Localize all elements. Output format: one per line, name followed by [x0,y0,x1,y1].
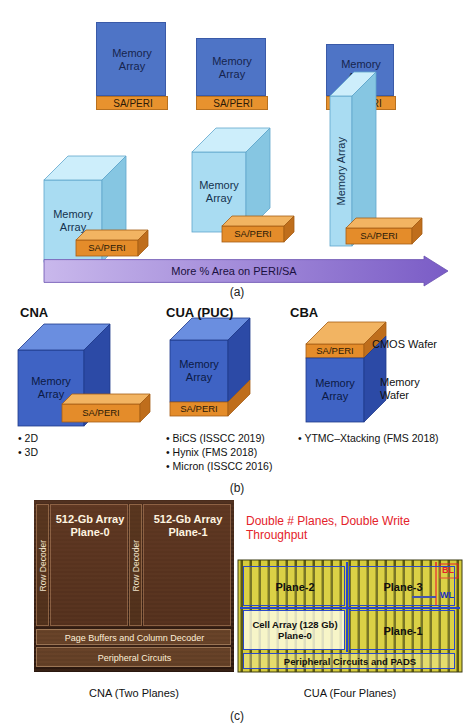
sa-peri-slab: SA/PERI [346,218,422,244]
front-face [222,226,284,242]
wordline-label: WL [440,590,462,601]
bullet-item: • 3D [18,446,138,459]
row-decoder-strip: Row Decoder [36,504,49,626]
node-text: 512-Gb Array Plane-0 [54,513,126,538]
photo-caption: CNA (Two Planes) [34,687,234,700]
node-text: Peripheral Circuits [98,653,172,663]
die-outline [238,560,462,672]
die-plane: Peripheral Circuits and PADS [243,653,455,669]
front-face [170,402,228,416]
front-face [346,228,412,244]
front-face [306,344,364,358]
node-text: 512-Gb Array Plane-1 [147,513,229,538]
top-face [76,230,148,240]
trend-arrow: More % Area on PERI/SA [44,256,448,286]
die-texture [34,500,234,672]
die-photo [34,500,234,672]
memory-array-box: Memory Array [96,22,166,96]
node-text: Plane-3 [383,581,422,594]
side-face [284,216,294,242]
node-text: Page Buffers and Column Decoder [65,633,204,643]
die-photo [238,560,462,672]
bitline-label: BL [442,565,462,576]
bullet-item: • 2D [18,432,138,445]
sa-peri-slab: SA/PERI [170,380,250,416]
front-face [76,240,138,256]
node-text: SA/PERI [234,229,272,240]
die-plane: Plane-2 [243,566,345,606]
side-face [140,394,150,422]
sa-peri-slab: SA/PERI [76,230,148,256]
wafer-label: CMOS Wafer [372,338,472,351]
die-band: Peripheral Circuits [36,647,231,667]
sa-peri-bar: SA/PERI [96,96,168,110]
node-text: Row Decoder [39,540,49,592]
die-band: Page Buffers and Column Decoder [36,629,231,645]
panel-label: (c) [0,709,474,723]
plane-divider [240,607,460,609]
node-text: SA/PERI [88,243,126,254]
front-face [306,358,364,422]
node-text: SA/PERI [360,231,398,242]
node-text: SA/PERI [82,408,120,419]
sa-peri-bar: SA/PERI [196,96,268,110]
node-text: SA/PERI [113,98,152,110]
panel-label: (a) [0,285,474,299]
front-face [62,404,140,422]
node-text: Peripheral Circuits and PADS [284,657,416,668]
node-text: More % Area on PERI/SA [171,265,296,278]
node-text: Memory Array [99,47,165,72]
panel-label: (b) [0,481,474,495]
top-face [346,218,422,228]
node-text: SA/PERI [213,98,252,110]
die-plane: Cell Array (128 Gb) Plane-0 [243,610,345,650]
die-plane: Plane-1 [349,610,455,650]
memory-array-cube: Memory Array [170,318,250,402]
die-plane: 512-Gb Array Plane-0 [50,504,128,626]
side-face [228,380,250,416]
node-text: Plane-2 [275,581,314,594]
top-face [62,394,150,404]
node-text: Cell Array (128 Gb) Plane-0 [246,620,344,642]
plane-divider [346,562,348,652]
row-decoder-strip: Row Decoder [129,504,142,626]
bullet-item: • Micron (ISSCC 2016) [166,460,296,473]
side-face [138,230,148,256]
node-text: SA/PERI [316,346,354,357]
node-text: Memory Array [335,137,348,205]
node-text: Memory Array [194,179,244,204]
front-face [170,340,228,402]
node-text: Memory Array [199,55,265,80]
side-face [412,218,422,244]
die-plane: 512-Gb Array Plane-1 [143,504,231,626]
die-plane: Plane-3 [349,566,455,606]
column-heading: CUA (PUC) [166,305,276,321]
sa-peri-slab: SA/PERI [62,394,150,422]
top-face [222,216,294,226]
memory-array-box: Memory Array [196,38,266,96]
photo-caption: CUA (Four Planes) [238,687,462,700]
node-text: Row Decoder [132,540,142,592]
wafer-label: Memory Wafer [380,376,432,402]
node-text: Plane-1 [383,625,422,638]
node-text: Memory Array [172,358,226,383]
column-heading: CBA [290,305,370,321]
bullet-item: • YTMC–Xtacking (FMS 2018) [298,432,474,445]
annotation-note: Double # Planes, Double Write Throughput [246,514,468,543]
column-heading: CNA [20,305,100,321]
node-text: SA/PERI [180,404,218,415]
bullet-item: • BiCS (ISSCC 2019) [166,432,296,445]
sa-peri-slab: SA/PERI [222,216,294,242]
node-text: Memory Array [308,377,362,402]
bullet-item: • Hynix (FMS 2018) [166,446,296,459]
arrow-body [44,256,448,286]
front-face [330,96,352,246]
